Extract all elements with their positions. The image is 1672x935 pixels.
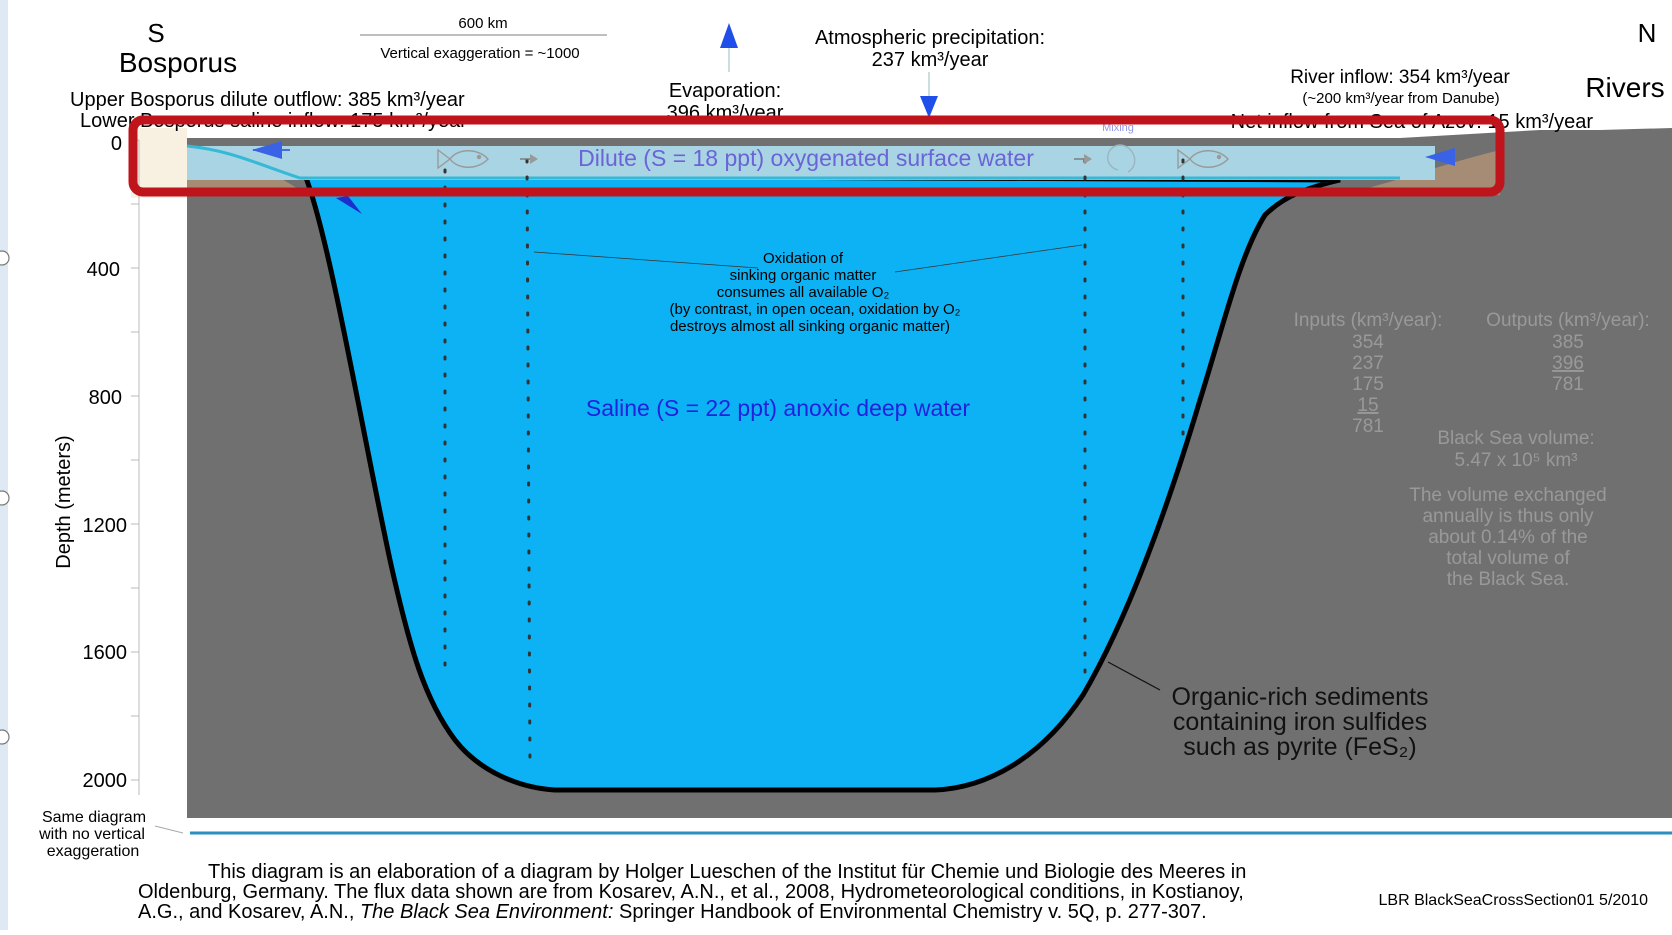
no-exaggeration-note-line: with no vertical	[38, 826, 145, 843]
oxidation-note-line: (by contrast, in open ocean, oxidation b…	[670, 301, 961, 318]
output-value: 396	[1552, 353, 1584, 374]
footer-caption-part: Springer Handbook of Environmental Chemi…	[613, 901, 1206, 923]
depth-tick-label: 0	[111, 133, 122, 155]
sediment-leader-line	[1107, 661, 1161, 691]
depth-tick-label: 1600	[83, 642, 128, 664]
precipitation-value: 237 km³/year	[872, 49, 989, 71]
exchange-note-line: about 0.14% of the	[1428, 527, 1588, 548]
north-label: N	[1638, 18, 1657, 48]
oxidation-note-line: Oxidation of	[763, 250, 844, 267]
surface-water-layer	[187, 146, 1435, 180]
depth-tick-label: 1200	[83, 515, 128, 537]
depth-axis-title: Depth (meters)	[53, 435, 75, 568]
exaggeration-label: Vertical exaggeration = ~1000	[380, 45, 579, 62]
halocline-line	[186, 144, 1400, 180]
no-exaggeration-note-line: exaggeration	[47, 843, 140, 860]
input-value: 237	[1352, 353, 1384, 374]
evaporation-label: Evaporation:	[669, 80, 781, 102]
output-total: 781	[1552, 374, 1584, 395]
precipitation-arrow-icon	[920, 96, 938, 118]
input-value: 354	[1352, 332, 1384, 353]
slide-handle[interactable]	[0, 490, 10, 506]
footer-caption-line: A.G., and Kosarev, A.N., The Black Sea E…	[138, 901, 1207, 923]
oxidation-note-line: consumes all available O₂	[717, 284, 890, 301]
sediment-note-line: such as pyrite (FeS₂)	[1183, 733, 1416, 761]
slide-handle[interactable]	[0, 729, 10, 745]
input-total: 781	[1352, 416, 1384, 437]
output-value: 385	[1552, 332, 1584, 353]
footer-caption-line: This diagram is an elaboration of a diag…	[208, 861, 1246, 883]
scale-bar-label: 600 km	[458, 15, 507, 32]
mixing-label: Mixing	[1102, 122, 1134, 134]
volume-label: Black Sea volume:	[1437, 428, 1594, 449]
no-exaggeration-leader	[154, 825, 184, 834]
slide-handle[interactable]	[0, 250, 10, 266]
inputs-header: Inputs (km³/year):	[1294, 310, 1443, 331]
surface-layer-highlight[interactable]	[128, 115, 1505, 197]
bosporus-shelf	[131, 128, 187, 198]
depth-tick-label: 2000	[83, 770, 128, 792]
depth-axis-ticks	[131, 139, 139, 781]
water-budget: Inputs (km³/year): 354 237 175 15 781 Ou…	[1294, 310, 1650, 590]
bosporus-label: Bosporus	[119, 47, 237, 78]
deep-water-basin	[301, 172, 1341, 793]
oxidation-leader-line	[894, 244, 1083, 273]
deep-water-label: Saline (S = 22 ppt) anoxic deep water	[586, 395, 971, 421]
dotted-column-line	[525, 158, 532, 772]
sediment-note-line: containing iron sulfides	[1173, 708, 1427, 736]
footer-caption-line: Oldenburg, Germany. The flux data shown …	[138, 881, 1244, 903]
drift-arrow-icon	[1084, 154, 1092, 164]
saline-inflow-arrow-icon	[336, 196, 362, 214]
river-inflow-note: (~200 km³/year from Danube)	[1302, 90, 1499, 107]
south-label: S	[147, 18, 164, 48]
river-inflow-label: River inflow: 354 km³/year	[1290, 67, 1510, 88]
rivers-label: Rivers	[1585, 72, 1664, 103]
fish-icon	[437, 148, 489, 170]
footer-caption-book-title: The Black Sea Environment:	[360, 901, 613, 923]
volume-value: 5.47 x 10⁵ km³	[1455, 450, 1578, 471]
no-exaggeration-note-line: Same diagram	[42, 809, 146, 826]
evaporation-arrow-icon	[720, 23, 738, 48]
precipitation-label: Atmospheric precipitation:	[815, 27, 1045, 49]
drift-arrow-icon	[530, 154, 538, 164]
footer-credit: LBR BlackSeaCrossSection01 5/2010	[1379, 892, 1649, 909]
footer-caption-part: A.G., and Kosarev, A.N.,	[138, 901, 360, 923]
upper-bosporus-flux: Upper Bosporus dilute outflow: 385 km³/y…	[70, 89, 465, 111]
exchange-note-line: annually is thus only	[1422, 506, 1594, 527]
depth-tick-label: 400	[87, 259, 120, 281]
depth-tick-label: 800	[89, 387, 122, 409]
mixing-swirl-icon	[1107, 144, 1136, 173]
slide-edge	[0, 0, 8, 930]
exchange-note-line: the Black Sea.	[1447, 569, 1570, 590]
oxidation-note-line: sinking organic matter	[730, 267, 877, 284]
fish-icon	[1177, 148, 1229, 170]
river-inflow-arrow-icon	[1425, 148, 1455, 166]
outputs-header: Outputs (km³/year):	[1486, 310, 1650, 331]
input-value: 15	[1357, 395, 1378, 416]
oxidation-leader-line	[533, 251, 759, 269]
oxidation-note-line: destroys almost all sinking organic matt…	[670, 318, 950, 335]
exchange-note-line: The volume exchanged	[1409, 485, 1607, 506]
sediment-note-line: Organic-rich sediments	[1171, 683, 1428, 711]
exchange-note-line: total volume of	[1446, 548, 1570, 569]
surface-water-label: Dilute (S = 18 ppt) oxygenated surface w…	[578, 145, 1034, 171]
depth-tick-labels: 0 400 800 1200 1600 2000	[83, 133, 128, 792]
outflow-arrow-icon	[252, 141, 282, 159]
input-value: 175	[1352, 374, 1384, 395]
